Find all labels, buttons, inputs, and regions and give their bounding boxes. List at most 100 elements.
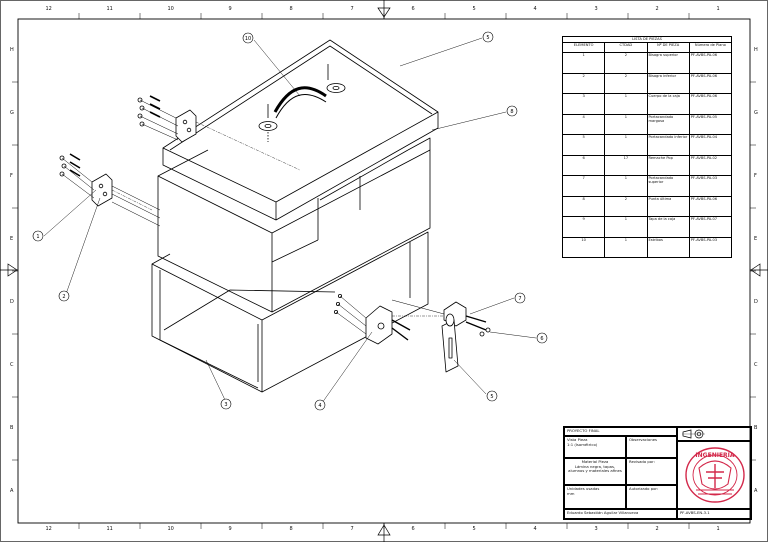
body-upper [157,137,431,313]
item-balloon: 7 [514,292,526,304]
parts-list-header-cell: Número de Plano [688,42,733,53]
zone-label: C [754,361,758,368]
authorized-by-label: Autorizado por: [626,485,677,509]
third-angle-projection-icon [682,429,705,439]
zone-label: 12 [45,6,52,12]
plan-number: PF-AVBS-EN-3.1 [677,509,751,519]
zone-label: 2 [655,6,659,12]
parts-list-cell: Portacandado superior [646,175,690,197]
item-balloon: 6 [536,332,548,344]
item-balloon: 1 [32,230,44,242]
parts-list-cell: 4 [561,113,606,135]
units-field: Unidades usadas mm [564,485,626,509]
zone-label: 10 [167,6,174,12]
zone-label: 9 [228,6,232,12]
item-balloon-number: 3 [224,402,227,408]
parts-list-cell: PF-AVBS-PA-03 [688,175,733,197]
parts-list-cell: Tapa de la caja [646,216,690,238]
project-title: PROYECTO FINAL [564,427,677,436]
zone-label: 7 [350,6,354,12]
zone-label: B [10,424,14,431]
item-balloon: 5 [482,31,494,43]
zone-label: 9 [228,526,232,532]
zone-label: F [754,172,757,179]
zone-label: 4 [533,526,537,532]
item-balloon: 3 [220,398,232,410]
zone-label: C [10,361,14,368]
zone-label: 7 [350,526,354,532]
parts-list-cell: PF-AVBS-PA-04 [688,134,733,156]
zone-label: 2 [655,526,659,532]
parts-list-cell: 10 [561,236,606,258]
zone-label: 6 [411,526,415,532]
parts-list-cell: 9 [561,216,606,238]
parts-list-cell: 7 [561,175,606,197]
parts-list-cell: PF-AVBS-PA-07 [688,216,733,238]
parts-list-cell: 2 [604,52,648,74]
parts-list-cell: Bisagra superior [646,52,690,74]
author-name: Eduardo Sebastián Aguilar Villanueva [564,509,677,519]
zone-label: 10 [167,526,174,532]
zone-label: G [10,109,14,116]
zone-label: 11 [106,526,113,532]
lock-hasp-right [391,299,491,373]
parts-list-cell: Estribos [646,236,690,258]
parts-list-cell: 1 [561,52,606,74]
zone-label: 4 [533,6,537,12]
parts-list-cell: 2 [604,195,648,217]
zone-label: 3 [594,526,598,532]
zone-label: H [10,46,14,53]
item-balloon-number: 2 [62,294,65,300]
item-balloon-number: 1 [36,234,39,240]
faculty-crest-logo-icon: INGENIERIA [685,447,745,503]
item-balloon: 2 [58,290,70,302]
parts-list-cell: 8 [561,195,606,217]
zone-label: E [754,235,758,242]
parts-list-cell: PF-AVBS-PA-06 [688,195,733,217]
zone-label: A [754,487,758,494]
zone-label: 5 [472,526,476,532]
zone-label: 1 [716,6,720,12]
parts-list-cell: Cuerpo de la caja [646,93,690,115]
parts-list-cell: PF-AVBS-PA-06 [688,72,733,94]
item-balloon: 10 [242,32,254,44]
zone-label: F [10,172,13,179]
parts-list-cell: Punta última [646,195,690,217]
zone-label: E [10,235,14,242]
item-balloon: 8 [506,105,518,117]
zone-label: G [754,109,758,116]
zone-label: D [754,298,758,305]
item-balloon: 5 [486,390,498,402]
parts-list-header-cell: CTDAD [604,42,648,53]
item-balloon-number: 5 [490,394,493,400]
observations-label: Observaciones [626,436,677,458]
parts-list-cell: 1 [604,175,648,197]
body-lower [151,231,429,393]
parts-list-cell: 1 [604,216,648,238]
view-scale: Vista Pieza 1:1 (Isométrico) [564,436,626,458]
zone-label: 8 [289,6,293,12]
parts-list-cell: 3 [561,93,606,115]
logo-cell: INGENIERIA [677,441,751,509]
reviewed-by-label: Revisado por: [626,458,677,485]
parts-list-cell: PF-AVBS-PA-06 [688,93,733,115]
parts-list-cell: PF-AVBS-PA-02 [688,154,733,176]
parts-list-cell: PF-AVBS-PA-03 [688,236,733,258]
parts-list-cell: 2 [604,72,648,94]
parts-list-cell: 1 [604,113,648,135]
parts-list-cell: PF-AVBS-PA-06 [688,52,733,74]
projection-cell [677,427,751,441]
item-balloon: 4 [314,399,326,411]
parts-list-cell: Remache Pop [646,154,690,176]
